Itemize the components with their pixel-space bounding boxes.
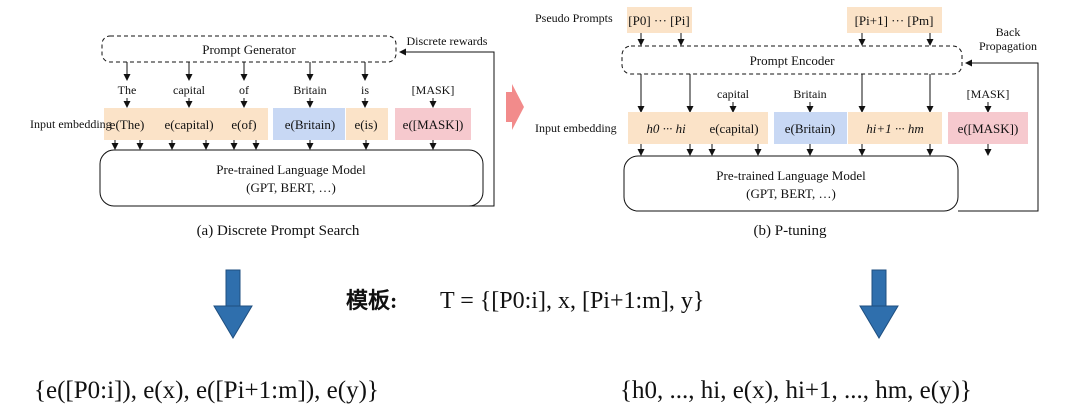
pseudo-prompt-label: [Pi+1] ··· [Pm] [855, 13, 934, 28]
token-label: capital [717, 87, 750, 101]
embedding-label: h0 ··· hi [646, 121, 686, 136]
down-arrow-left [213, 269, 253, 339]
embedding-box-orange [628, 112, 768, 144]
pseudo-prompt-arrows [637, 33, 934, 46]
embedding-box-blue [273, 108, 345, 140]
embedding-box-orange [346, 108, 388, 140]
embedding-label: e([MASK]) [403, 117, 464, 132]
template-label: 模板: [346, 288, 397, 313]
token-label: [MASK] [967, 87, 1010, 101]
generator-arrows [123, 62, 369, 81]
token-arrows [123, 98, 437, 108]
embedding-box-blue [774, 112, 847, 144]
language-model-box [623, 155, 959, 212]
language-model-title: Pre-trained Language Model [216, 162, 366, 177]
input-embedding-label: Input embedding [30, 117, 112, 131]
encoder-arrows [637, 74, 992, 113]
token-label: is [361, 83, 369, 97]
input-embedding-label: Input embedding [535, 121, 617, 135]
down-arrow-right [859, 269, 899, 339]
prompt-encoder-label: Prompt Encoder [750, 53, 836, 68]
embedding-label: e(Britain) [785, 121, 836, 136]
caption-b: (b) P-tuning [754, 223, 827, 239]
embedding-label: e([MASK]) [958, 121, 1019, 136]
embedding-label: e(Britain) [285, 117, 336, 132]
token-label: Britain [793, 87, 826, 101]
transition-arrow [506, 84, 524, 130]
token-label: The [118, 83, 137, 97]
back-propagation-label: Propagation [979, 39, 1037, 53]
embedding-label: e(capital) [709, 121, 758, 136]
embedding-label: hi+1 ··· hm [866, 121, 924, 136]
pseudo-prompts-label: Pseudo Prompts [535, 11, 613, 25]
back-propagation-label: Back [996, 25, 1021, 39]
language-model-box [99, 149, 484, 207]
token-label: of [239, 83, 249, 97]
embedding-label: e(of) [231, 117, 256, 132]
result-right: {h0, ..., hi, e(x), hi+1, ..., hm, e(y)} [620, 377, 972, 404]
embedding-label: e(capital) [164, 117, 213, 132]
pseudo-prompt-label: [P0] ··· [Pi] [628, 13, 689, 28]
token-label: Britain [293, 83, 326, 97]
language-model-subtitle: (GPT, BERT, …) [746, 186, 836, 201]
token-label: capital [173, 83, 206, 97]
discrete-rewards-label: Discrete rewards [407, 34, 488, 48]
result-left: {e([P0:i]), e(x), e([Pi+1:m]), e(y)} [34, 377, 379, 404]
prompt-encoder-box [621, 45, 963, 75]
token-label: [MASK] [412, 83, 455, 97]
prompt-generator-label: Prompt Generator [202, 42, 296, 57]
pseudo-prompt-box [847, 7, 942, 33]
embedding-box-orange [848, 112, 942, 144]
caption-a: (a) Discrete Prompt Search [197, 223, 360, 239]
back-propagation-arrow [958, 59, 1039, 212]
embedding-label: e(is) [354, 117, 377, 132]
template-formula: T = {[P0:i], x, [Pi+1:m], y} [440, 288, 704, 314]
language-model-title: Pre-trained Language Model [716, 168, 866, 183]
embedding-box-orange [104, 108, 268, 140]
embedding-arrows [111, 140, 437, 150]
embedding-label: e(The) [110, 117, 145, 132]
embedding-box-pink [395, 108, 471, 140]
pseudo-prompt-box [627, 7, 692, 33]
embedding-arrows [637, 144, 992, 156]
language-model-subtitle: (GPT, BERT, …) [246, 180, 336, 195]
prompt-generator-box [101, 35, 397, 63]
embedding-box-pink [948, 112, 1028, 144]
